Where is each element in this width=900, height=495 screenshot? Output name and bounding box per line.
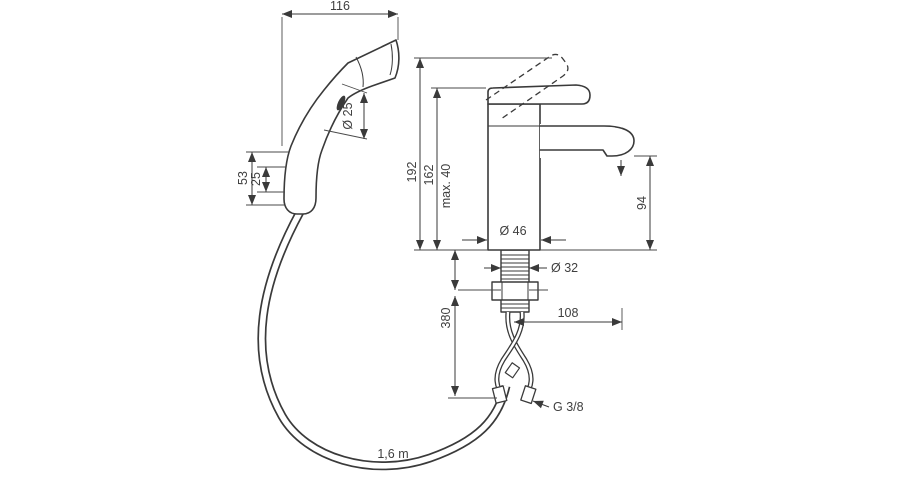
faucet	[485, 53, 636, 405]
dim-25-label: 25	[249, 172, 263, 186]
dim-116-label: 116	[330, 0, 350, 13]
spray-face-line	[389, 43, 393, 76]
dim-380-label: 380	[439, 308, 453, 329]
hose-length-label: 1,6 m	[377, 447, 408, 461]
hose-connector	[504, 362, 521, 379]
dimension-labels: 116 Ø 25 53 25 192 162 max. 40 Ø 46 Ø 32…	[236, 0, 649, 461]
mounting-nut	[491, 281, 539, 301]
dim-192-label: 192	[405, 162, 419, 183]
lever-handle-raised	[485, 53, 569, 120]
spout	[488, 124, 636, 158]
shower-hose	[257, 209, 511, 471]
dim-94-label: 94	[635, 196, 649, 210]
threaded-shank	[500, 249, 530, 313]
dia-46-label: Ø 46	[499, 224, 526, 238]
sprayer-neck-line	[355, 56, 364, 88]
lever-handle	[487, 84, 591, 105]
hand-shower	[283, 39, 400, 215]
thread-leader-arrow	[532, 400, 550, 409]
dia-25-label: Ø 25	[341, 102, 355, 129]
dia-32-label: Ø 32	[551, 261, 578, 275]
sprayer-button	[336, 95, 346, 111]
dimension-lines	[248, 10, 654, 409]
hose-nut-right	[520, 385, 537, 405]
dim-53-label: 53	[236, 171, 250, 185]
dim-max40-label: max. 40	[439, 164, 453, 209]
supply-hoses	[491, 311, 537, 405]
dim-108-label: 108	[558, 306, 579, 320]
thread-g38-label: G 3/8	[553, 400, 584, 414]
hose-nut-left	[491, 385, 508, 404]
dim-162-label: 162	[422, 165, 436, 186]
